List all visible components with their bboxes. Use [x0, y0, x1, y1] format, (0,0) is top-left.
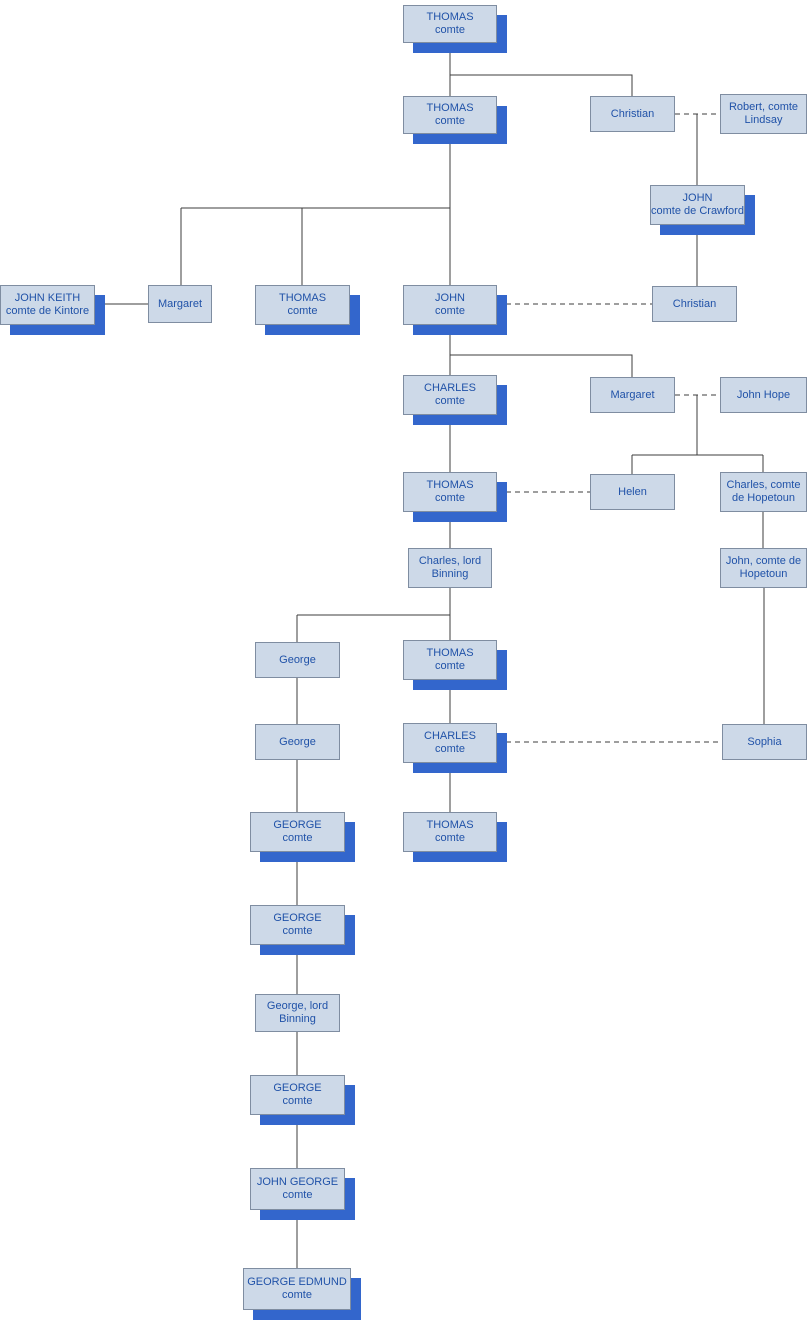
- person-name-label: THOMAS: [426, 647, 474, 659]
- person-title-label: comte: [435, 743, 465, 755]
- person-title-label: comte: [435, 660, 465, 672]
- person-title-label: comte: [282, 1189, 313, 1201]
- person-name-label: THOMAS: [426, 819, 474, 831]
- person-name-label: THOMAS: [426, 11, 474, 23]
- tree-node-george-1[interactable]: George: [255, 642, 340, 678]
- person-name-label: GEORGE EDMUND: [247, 1276, 347, 1288]
- person-name-label: George: [279, 653, 316, 666]
- tree-node-christian-1[interactable]: Christian: [590, 96, 675, 132]
- person-title-label: comte: [435, 832, 465, 844]
- person-name-label: THOMAS: [278, 292, 327, 304]
- tree-node-margaret-2[interactable]: Margaret: [590, 377, 675, 413]
- tree-node-christian-2[interactable]: Christian: [652, 286, 737, 322]
- person-title-label: comte: [435, 492, 465, 504]
- person-name-label: THOMAS: [426, 479, 474, 491]
- person-title-label: comte de Kintore: [5, 305, 90, 317]
- person-title-label: comte: [435, 305, 465, 317]
- person-name-label: George: [279, 735, 316, 748]
- person-name-label: CHARLES: [424, 730, 476, 742]
- tree-node-margaret-1[interactable]: Margaret: [148, 285, 212, 323]
- tree-node-george-2[interactable]: George: [255, 724, 340, 760]
- person-title-label: de Hopetoun: [732, 492, 795, 504]
- person-title-label: comte: [435, 24, 465, 36]
- person-name-label: Christian: [610, 107, 655, 120]
- person-title-label: comte: [282, 925, 313, 937]
- person-name-label: Charles, comte: [726, 479, 801, 491]
- person-name-label: Margaret: [610, 388, 655, 401]
- person-title-label: comte: [282, 1095, 313, 1107]
- tree-node-sophia[interactable]: Sophia: [722, 724, 807, 760]
- person-name-label: Christian: [672, 297, 717, 310]
- person-name-label: Helen: [618, 485, 647, 498]
- person-name-label: GEORGE: [273, 912, 322, 924]
- person-title-label: comte: [282, 1289, 312, 1301]
- person-title-label: comte: [282, 832, 313, 844]
- person-name-label: George, lord: [266, 1000, 329, 1012]
- person-name-label: Margaret: [157, 297, 203, 310]
- person-name-label: John, comte de: [725, 555, 802, 567]
- person-title-label: comte: [435, 395, 465, 407]
- person-name-label: JOHN GEORGE: [256, 1176, 339, 1188]
- person-name-label: GEORGE: [273, 1082, 322, 1094]
- person-name-label: John Hope: [736, 388, 791, 401]
- person-name-label: Sophia: [747, 735, 782, 748]
- person-name-label: THOMAS: [426, 102, 474, 114]
- person-name-label: JOHN KEITH: [14, 292, 81, 304]
- person-title-label: comte: [287, 305, 318, 317]
- person-name-label: GEORGE: [273, 819, 322, 831]
- person-name-label: Robert, comte: [728, 101, 799, 113]
- person-name-label: JOHN: [682, 192, 713, 204]
- person-title-label: comte de Crawford: [651, 205, 744, 217]
- tree-node-helen[interactable]: Helen: [590, 474, 675, 510]
- person-name-label: CHARLES: [424, 382, 476, 394]
- person-name-label: Charles, lord: [418, 555, 482, 567]
- person-title-label: Binning: [431, 568, 469, 580]
- person-title-label: comte: [435, 115, 465, 127]
- person-title-label: Hopetoun: [739, 568, 788, 580]
- tree-node-john-hope[interactable]: John Hope: [720, 377, 807, 413]
- person-title-label: Binning: [279, 1013, 316, 1025]
- person-title-label: Lindsay: [744, 114, 783, 126]
- person-name-label: JOHN: [435, 292, 465, 304]
